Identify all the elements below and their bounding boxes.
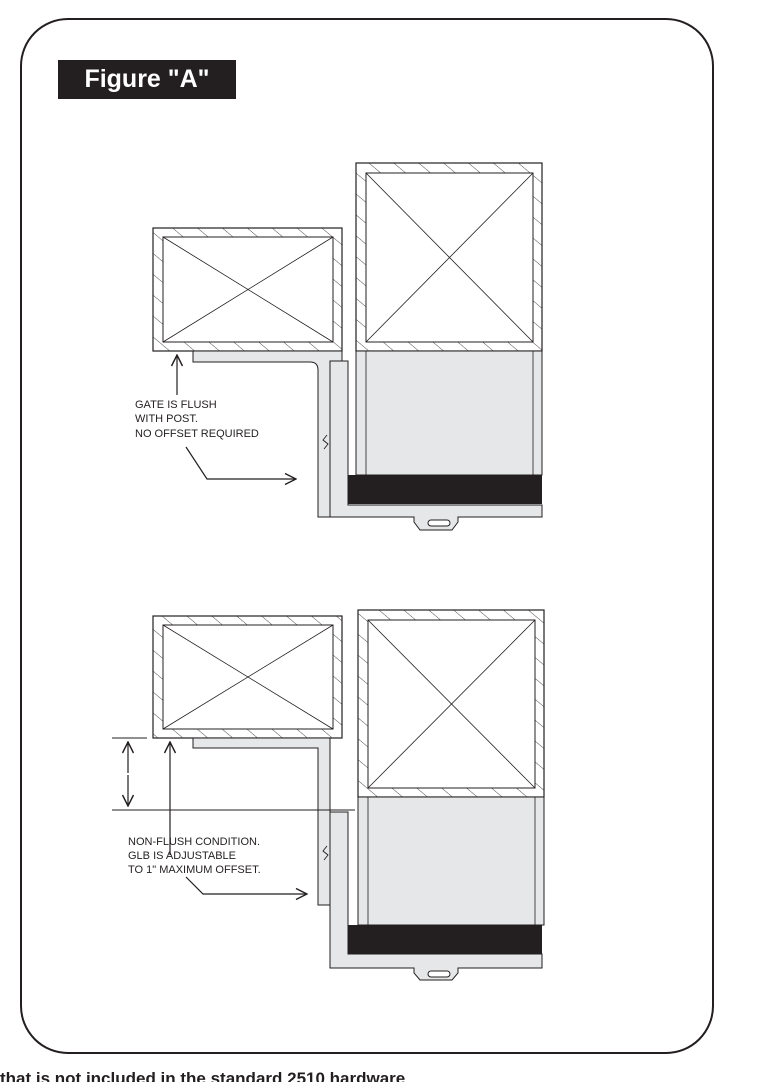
latch-plate-top: [329, 360, 543, 531]
latch-body-bottom: [357, 796, 545, 926]
note-top-line3: NO OFFSET REQUIRED: [135, 428, 259, 440]
strike-bar-bottom: [348, 925, 542, 954]
note-top-line2: WITH POST.: [135, 413, 198, 425]
note-bottom-line2: GLB IS ADJUSTABLE: [128, 850, 236, 862]
non-flush-diagram: NON-FLUSH CONDITION. GLB IS ADJUSTABLE T…: [112, 609, 545, 981]
note-bottom-line1: NON-FLUSH CONDITION.: [128, 836, 260, 848]
gate-bracket-bottom: [192, 737, 331, 906]
cut-off-text: that is not included in the standard 251…: [0, 1069, 406, 1082]
gate-bracket-top: [192, 350, 343, 518]
latch-slot-top: [427, 519, 451, 527]
gate-frame-top: [152, 227, 343, 352]
note-arrow-bottom: [185, 876, 307, 894]
post-top: [355, 162, 543, 352]
latch-body-top: [355, 350, 543, 476]
figure-title: Figure "A": [58, 60, 236, 99]
gate-frame-bottom: [152, 615, 343, 739]
strike-bar-top: [348, 475, 542, 504]
flush-diagram: GATE IS FLUSH WITH POST. NO OFFSET REQUI…: [135, 162, 543, 531]
note-top-line1: GATE IS FLUSH: [135, 399, 217, 411]
latch-slot-bottom: [427, 970, 451, 978]
note-arrow-top: [185, 446, 296, 479]
note-bottom-line3: TO 1" MAXIMUM OFFSET.: [128, 864, 261, 876]
post-bottom: [357, 609, 545, 798]
